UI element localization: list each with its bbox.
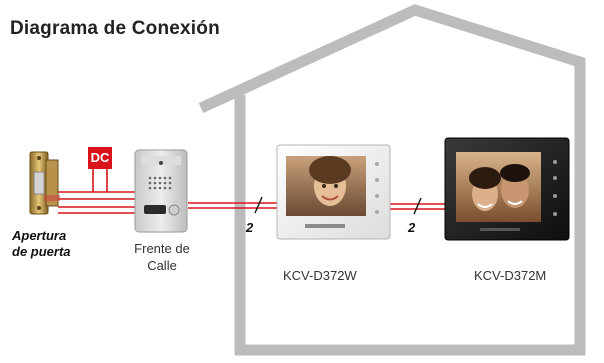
wire-slash-1 <box>254 196 263 214</box>
door-release-label-line1: Apertura <box>12 228 67 243</box>
diagram-title: Diagrama de Conexión <box>10 18 220 39</box>
monitor-black-label: KCV-D372M <box>474 268 547 283</box>
door-station-label-line2: Calle <box>147 258 177 273</box>
door-station-device <box>134 149 188 233</box>
wire-slash-2 <box>413 197 422 215</box>
wiring-lines <box>58 169 446 214</box>
door-station-label: Frente de Calle <box>126 240 198 274</box>
door-release-label: Apertura de puerta <box>12 228 71 260</box>
door-station-label-line1: Frente de <box>134 241 190 256</box>
door-release-device <box>29 151 60 215</box>
monitor-black-device <box>444 137 570 241</box>
monitor-white-device <box>276 144 391 240</box>
monitor-white-label: KCV-D372W <box>283 268 357 283</box>
house-outline <box>198 4 586 356</box>
wire-count-street-white: 2 <box>246 220 254 235</box>
door-release-label-line2: de puerta <box>12 244 71 259</box>
wire-count-white-black: 2 <box>408 220 416 235</box>
dc-power-box: DC <box>88 147 112 169</box>
